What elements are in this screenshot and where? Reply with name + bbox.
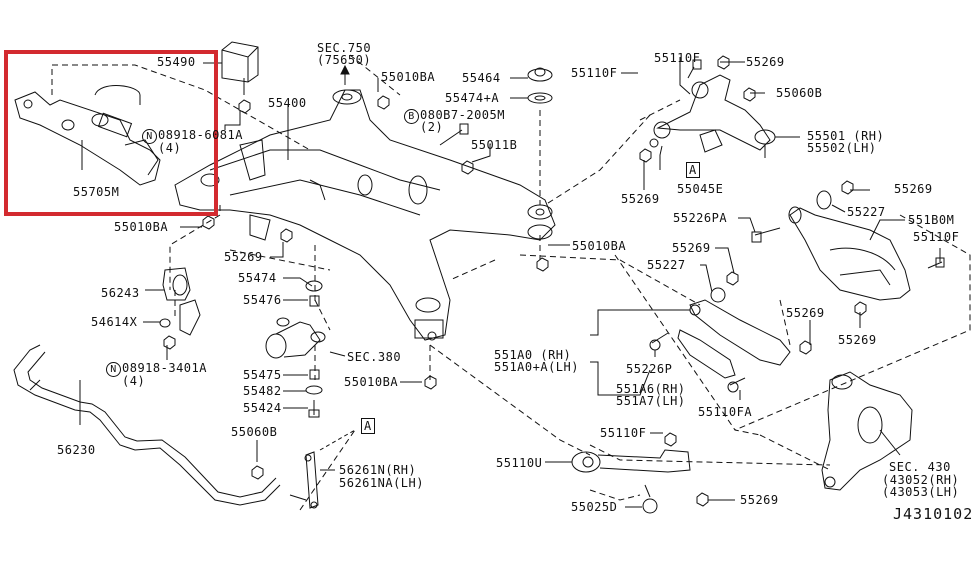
label-55705M: 55705M — [73, 185, 120, 199]
arrow-up-icon — [340, 64, 350, 85]
actuator-assembly-55705M — [14, 85, 161, 186]
label-551A6: 551A6(RH) — [616, 382, 686, 396]
label-55474A: 55474+A — [445, 91, 500, 105]
label-55474: 55474 — [238, 271, 277, 285]
label-55464: 55464 — [462, 71, 501, 85]
label-55400: 55400 — [268, 96, 307, 110]
label-55490: 55490 — [157, 55, 196, 69]
label-55269-g: 55269 — [224, 250, 263, 264]
knuckle-sec430 — [821, 371, 913, 491]
label-08918-6081A-text: 08918-6081A — [158, 128, 243, 142]
label-55269-b: 55269 — [621, 192, 660, 206]
label-551A0A: 551A0+A(LH) — [494, 360, 579, 374]
suspension-member-55400 — [174, 89, 556, 341]
label-sec750-sub: (75650) — [317, 53, 372, 67]
reference-box-a-top: A — [686, 162, 700, 178]
label-55476: 55476 — [243, 293, 282, 307]
fasteners — [159, 55, 945, 514]
label-55110F-a: 55110F — [571, 66, 618, 80]
label-55269-d: 55269 — [672, 241, 711, 255]
label-55475: 55475 — [243, 368, 282, 382]
label-55010BA-top: 55010BA — [381, 70, 436, 84]
label-43053: (43053(LH) — [882, 485, 960, 499]
label-56261NA: 56261NA(LH) — [339, 476, 424, 490]
label-sec430: SEC. 430 — [889, 460, 951, 474]
lower-arm-551B0M — [788, 206, 911, 301]
label-43052: (43052(RH) — [882, 473, 960, 487]
highlight-box — [4, 50, 218, 216]
label-55110FA: 55110FA — [698, 405, 753, 419]
label-sec380: SEC.380 — [347, 350, 402, 364]
label-08918-3401A-text: 08918-3401A — [122, 361, 207, 375]
drawing-code: J4310102 — [893, 505, 974, 523]
label-55226P: 55226P — [626, 362, 673, 376]
label-080B7-2005M-text: 080B7-2005M — [420, 108, 505, 122]
bushing-56243 — [162, 267, 201, 336]
stab-link-56261N — [289, 429, 356, 509]
b-marker-icon: B — [404, 109, 419, 124]
link-551A0 — [677, 299, 791, 379]
label-55269-c: 55269 — [894, 182, 933, 196]
label-55011B: 55011B — [471, 138, 518, 152]
label-55502: 55502(LH) — [807, 141, 877, 155]
label-551B0M: 551B0M — [908, 213, 955, 227]
label-55269-e: 55269 — [786, 306, 825, 320]
label-55010BA-low: 55010BA — [344, 375, 399, 389]
label-55110U: 55110U — [496, 456, 543, 470]
n-marker-icon: N — [142, 129, 157, 144]
label-55269-a: 55269 — [746, 55, 785, 69]
label-sec750: SEC.750 — [317, 41, 372, 55]
n-marker-icon-2: N — [106, 362, 121, 377]
label-55025D: 55025D — [571, 500, 618, 514]
label-55060B-b: 55060B — [231, 425, 278, 439]
upper-arm-55501 — [653, 74, 776, 158]
label-55482: 55482 — [243, 384, 282, 398]
label-55110F-d: 55110F — [600, 426, 647, 440]
label-55010BA-left: 55010BA — [114, 220, 169, 234]
label-08918-3401A-qty: (4) — [122, 374, 146, 388]
sec380-part — [265, 317, 326, 359]
dashed-guide-lines — [51, 54, 971, 511]
label-56261N: 56261N(RH) — [339, 463, 417, 477]
label-55226PA: 55226PA — [673, 211, 728, 225]
label-54614X: 54614X — [91, 315, 138, 329]
label-55269-h: 55269 — [740, 493, 779, 507]
label-551A0: 551A0 (RH) — [494, 348, 572, 362]
label-55269-f: 55269 — [838, 333, 877, 347]
label-55227-a: 55227 — [847, 205, 886, 219]
label-55424: 55424 — [243, 401, 282, 415]
label-56243: 56243 — [101, 286, 140, 300]
label-55227-b: 55227 — [647, 258, 686, 272]
label-55010BA-mid: 55010BA — [572, 239, 627, 253]
label-55110F-c: 55110F — [913, 230, 960, 244]
reference-box-a-low: A — [361, 418, 375, 434]
mount-55490 — [221, 41, 259, 114]
label-55060B-a: 55060B — [776, 86, 823, 100]
leader-lines — [79, 57, 941, 508]
label-56230: 56230 — [57, 443, 96, 457]
label-55045E: 55045E — [677, 182, 724, 196]
label-551A7: 551A7(LH) — [616, 394, 686, 408]
stabilizer-bar-56230 — [13, 344, 281, 506]
label-08918-6081A-qty: (4) — [158, 141, 182, 155]
label-080B7-qty: (2) — [420, 120, 444, 134]
label-55501: 55501 (RH) — [807, 129, 885, 143]
label-55110F-b: 55110F — [654, 51, 701, 65]
